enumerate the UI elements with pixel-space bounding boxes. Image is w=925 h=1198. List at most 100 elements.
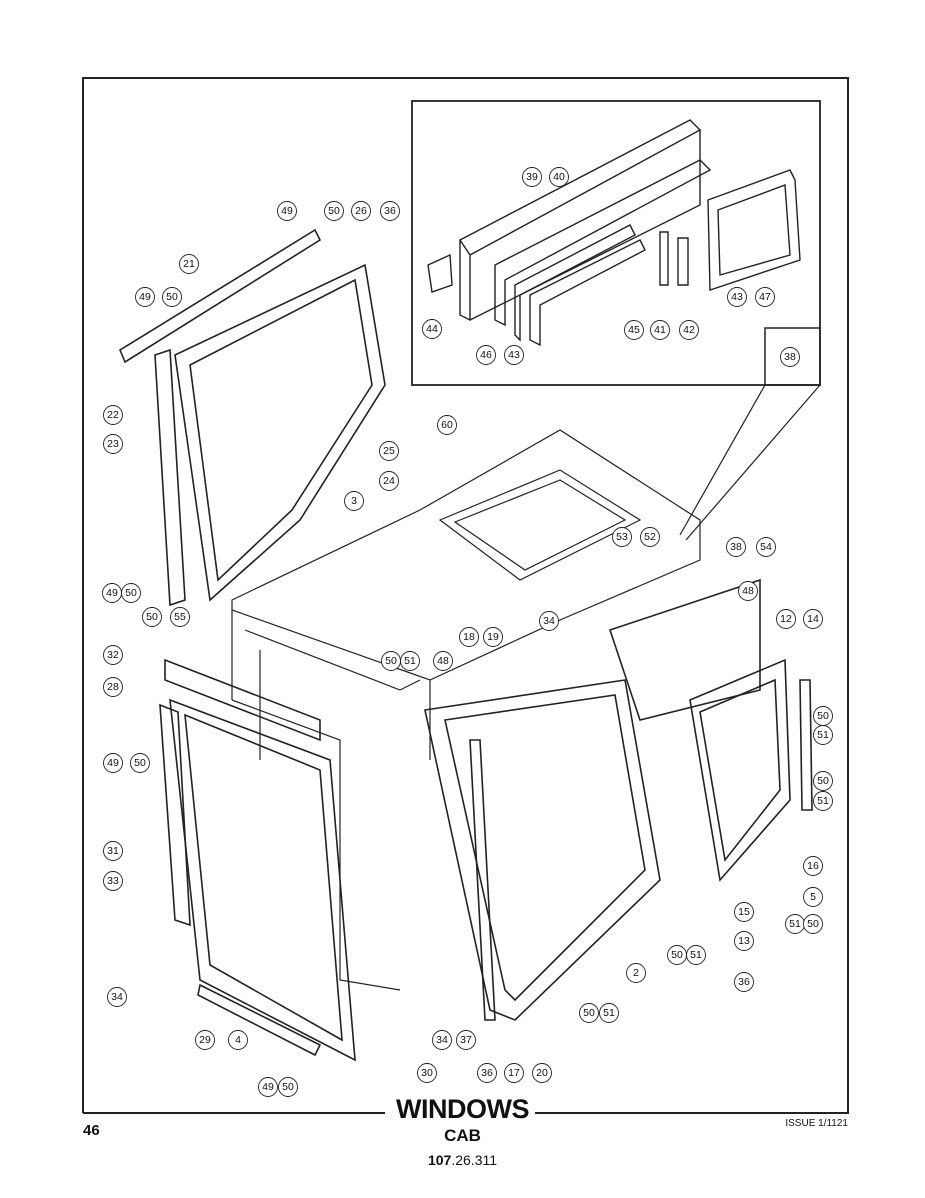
callout-12: 12 <box>776 609 796 629</box>
callout-49: 49 <box>135 287 155 307</box>
svg-text:20: 20 <box>536 1067 548 1079</box>
svg-text:41: 41 <box>654 324 666 336</box>
svg-text:51: 51 <box>817 729 829 741</box>
callout-50: 50 <box>121 583 141 603</box>
svg-text:18: 18 <box>463 631 475 643</box>
top-left-window <box>118 228 386 607</box>
svg-text:43: 43 <box>508 349 520 361</box>
svg-text:50: 50 <box>671 949 683 961</box>
svg-text:50: 50 <box>807 918 819 930</box>
svg-text:36: 36 <box>481 1067 493 1079</box>
callout-41: 41 <box>650 320 670 340</box>
svg-text:51: 51 <box>603 1007 615 1019</box>
issue-label: ISSUE 1/1121 <box>785 1118 848 1129</box>
svg-text:60: 60 <box>441 419 453 431</box>
callout-36: 36 <box>477 1063 497 1083</box>
inset-parts <box>427 119 801 347</box>
callout-30: 30 <box>417 1063 437 1083</box>
callout-50: 50 <box>142 607 162 627</box>
svg-text:25: 25 <box>383 445 395 457</box>
callout-36: 36 <box>380 201 400 221</box>
svg-text:52: 52 <box>644 531 656 543</box>
callout-26: 26 <box>351 201 371 221</box>
svg-text:33: 33 <box>107 875 119 887</box>
callout-24: 24 <box>379 471 399 491</box>
callout-51: 51 <box>400 651 420 671</box>
svg-text:51: 51 <box>690 949 702 961</box>
callout-38: 38 <box>780 347 800 367</box>
svg-text:50: 50 <box>166 291 178 303</box>
svg-text:48: 48 <box>742 585 754 597</box>
callout-28: 28 <box>103 677 123 697</box>
svg-text:30: 30 <box>421 1067 433 1079</box>
svg-text:49: 49 <box>107 757 119 769</box>
svg-text:49: 49 <box>262 1081 274 1093</box>
outer-frame <box>82 77 849 1114</box>
svg-text:34: 34 <box>543 615 555 627</box>
svg-text:15: 15 <box>738 906 750 918</box>
callout-14: 14 <box>803 609 823 629</box>
callout-15: 15 <box>734 902 754 922</box>
callout-42: 42 <box>679 320 699 340</box>
callout-4: 4 <box>228 1030 248 1050</box>
callout-51: 51 <box>686 945 706 965</box>
svg-text:51: 51 <box>789 918 801 930</box>
diagram-subtitle: CAB <box>444 1126 481 1145</box>
callout-52: 52 <box>640 527 660 547</box>
center-door <box>424 679 661 1021</box>
callout-19: 19 <box>483 627 503 647</box>
svg-text:55: 55 <box>174 611 186 623</box>
svg-text:53: 53 <box>616 531 628 543</box>
callout-33: 33 <box>103 871 123 891</box>
callout-5: 5 <box>803 887 823 907</box>
callout-34: 34 <box>539 611 559 631</box>
svg-text:36: 36 <box>738 976 750 988</box>
callout-50: 50 <box>803 914 823 934</box>
callout-50: 50 <box>130 753 150 773</box>
svg-text:3: 3 <box>351 495 357 507</box>
callout-32: 32 <box>103 645 123 665</box>
callout-51: 51 <box>813 725 833 745</box>
inset-leader <box>679 384 821 541</box>
callout-49: 49 <box>258 1077 278 1097</box>
svg-text:21: 21 <box>183 258 195 270</box>
callout-22: 22 <box>103 405 123 425</box>
svg-text:50: 50 <box>125 587 137 599</box>
callout-49: 49 <box>103 753 123 773</box>
svg-text:17: 17 <box>508 1067 520 1079</box>
svg-text:2: 2 <box>633 967 639 979</box>
svg-text:50: 50 <box>817 775 829 787</box>
svg-text:48: 48 <box>437 655 449 667</box>
callout-48: 48 <box>738 581 758 601</box>
callout-40: 40 <box>549 167 569 187</box>
callout-36: 36 <box>734 972 754 992</box>
svg-text:16: 16 <box>807 860 819 872</box>
svg-text:54: 54 <box>760 541 772 553</box>
callout-50: 50 <box>381 651 401 671</box>
svg-text:43: 43 <box>731 291 743 303</box>
svg-text:32: 32 <box>107 649 119 661</box>
callout-50: 50 <box>667 945 687 965</box>
svg-text:50: 50 <box>583 1007 595 1019</box>
callout-50: 50 <box>162 287 182 307</box>
svg-text:46: 46 <box>480 349 492 361</box>
callout-16: 16 <box>803 856 823 876</box>
svg-text:23: 23 <box>107 438 119 450</box>
part-code: 107.26.311 <box>0 1152 925 1168</box>
svg-text:5: 5 <box>810 891 816 903</box>
svg-text:34: 34 <box>111 991 123 1003</box>
svg-text:34: 34 <box>436 1034 448 1046</box>
callout-25: 25 <box>379 441 399 461</box>
svg-text:47: 47 <box>759 291 771 303</box>
callout-55: 55 <box>170 607 190 627</box>
svg-text:39: 39 <box>526 171 538 183</box>
callout-17: 17 <box>504 1063 524 1083</box>
svg-text:13: 13 <box>738 935 750 947</box>
svg-text:49: 49 <box>106 587 118 599</box>
left-door <box>159 658 356 1062</box>
svg-text:42: 42 <box>683 324 695 336</box>
svg-text:38: 38 <box>784 351 796 363</box>
callout-34: 34 <box>107 987 127 1007</box>
svg-text:28: 28 <box>107 681 119 693</box>
